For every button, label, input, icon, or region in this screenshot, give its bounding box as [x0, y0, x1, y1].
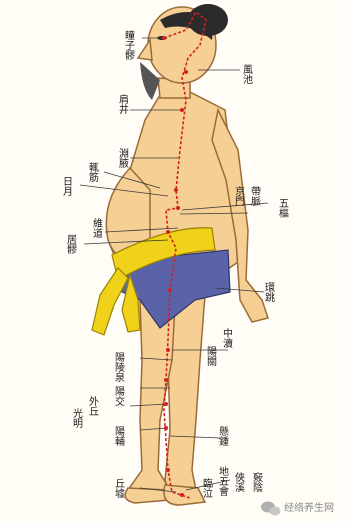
label-guangming: 光明 [71, 407, 83, 429]
label-zhongdu: 中瀆 [221, 327, 233, 349]
acupoint-dot [180, 108, 184, 112]
label-xiaxi: 俠溪 [233, 472, 245, 493]
sash-tail [92, 268, 128, 335]
label-diwuhui: 地五會 [217, 465, 229, 496]
label-weidao: 維道 [91, 217, 103, 238]
acupoint-dot [164, 378, 168, 382]
label-yanglingquan: 陽陵泉 [113, 352, 125, 382]
label-zulinqi: 臨泣 [201, 477, 213, 499]
label-wushu: 五樞 [277, 198, 289, 219]
label-tongziliao: 瞳子髎 [123, 29, 135, 61]
label-huantiao: 環跳 [263, 282, 275, 303]
acupoint-dot [166, 468, 170, 472]
acupoint-dot [168, 288, 172, 292]
back-foot [164, 485, 205, 505]
label-yangfu: 陽輔 [113, 426, 125, 447]
label-yuanye: 淵腋 [117, 148, 129, 169]
wechat-icon [261, 502, 281, 516]
nose [138, 40, 152, 60]
label-zuqiaoyin: 竅陰 [251, 471, 263, 493]
acupoint-dot [184, 70, 188, 74]
label-riyue: 日月 [61, 176, 73, 197]
label-zhejin: 輒筋 [87, 162, 99, 183]
label-fengchi: 風池 [241, 64, 253, 84]
label-xuanzhong: 懸鍾 [217, 426, 229, 446]
acupoint-dot [176, 206, 180, 210]
acupoint-dot [174, 188, 178, 192]
label-juliao: 居髎 [65, 234, 77, 255]
acupoint-dot [162, 36, 166, 40]
acupoint-dot [166, 348, 170, 352]
watermark: 经络养生网 [261, 501, 334, 516]
watermark-text: 经络养生网 [284, 501, 334, 514]
label-jianjing: 肩井 [117, 93, 129, 115]
acupoint-dot [164, 426, 168, 430]
label-daimai: 帶脈 [249, 186, 261, 207]
label-yangguan: 陽關 [205, 346, 217, 367]
label-waiqiu: 外丘 [87, 396, 99, 416]
label-jingmen: 京門 [233, 185, 245, 207]
label-qiuxu: 丘墟 [113, 478, 125, 498]
acupoint-dot [180, 493, 184, 497]
acupoint-dot [166, 230, 170, 234]
label-yangjiao: 陽交 [113, 386, 125, 407]
acupoint-dot [164, 402, 168, 406]
